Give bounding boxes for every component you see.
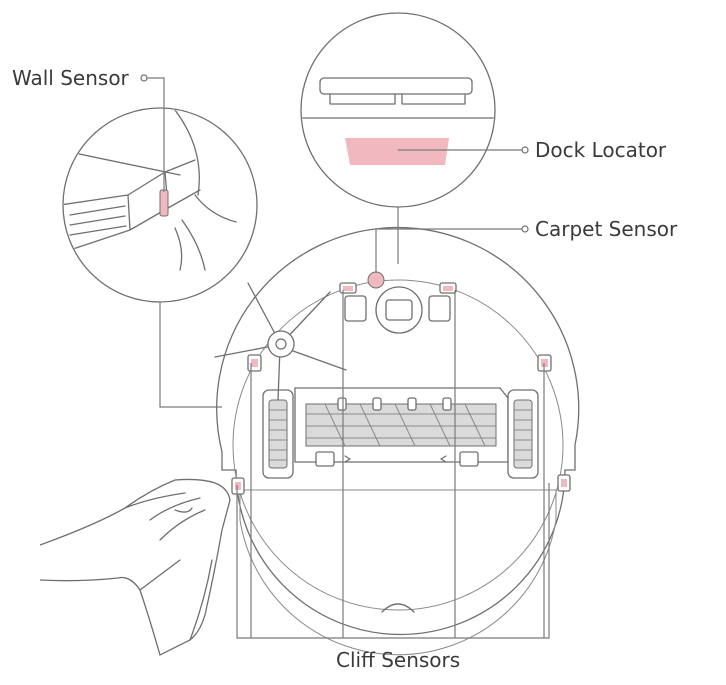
- cliff-sensor-pads: [231, 282, 571, 495]
- charging-contact-right: [428, 295, 451, 322]
- dock-locator-callout: [300, 12, 529, 264]
- wall-sensor-label: Wall Sensor: [12, 66, 129, 90]
- cliff-sensors-label: Cliff Sensors: [336, 648, 461, 672]
- carpet-sensor-label: Carpet Sensor: [535, 217, 678, 241]
- wall-sensor-marker: [159, 189, 169, 217]
- dock-locator-label: Dock Locator: [535, 138, 667, 162]
- side-brush: [214, 282, 347, 401]
- carpet-sensor-leader: [375, 225, 529, 273]
- main-brush: [305, 403, 497, 447]
- dock-locator-marker: [345, 138, 449, 165]
- cliff-sensors-leader: [236, 290, 550, 639]
- hand-with-cloth: [39, 478, 231, 656]
- wall-sensor-callout: [62, 74, 258, 408]
- carpet-sensor-marker: [367, 271, 385, 289]
- charging-contact-left: [344, 295, 367, 322]
- robot-body: [216, 226, 580, 656]
